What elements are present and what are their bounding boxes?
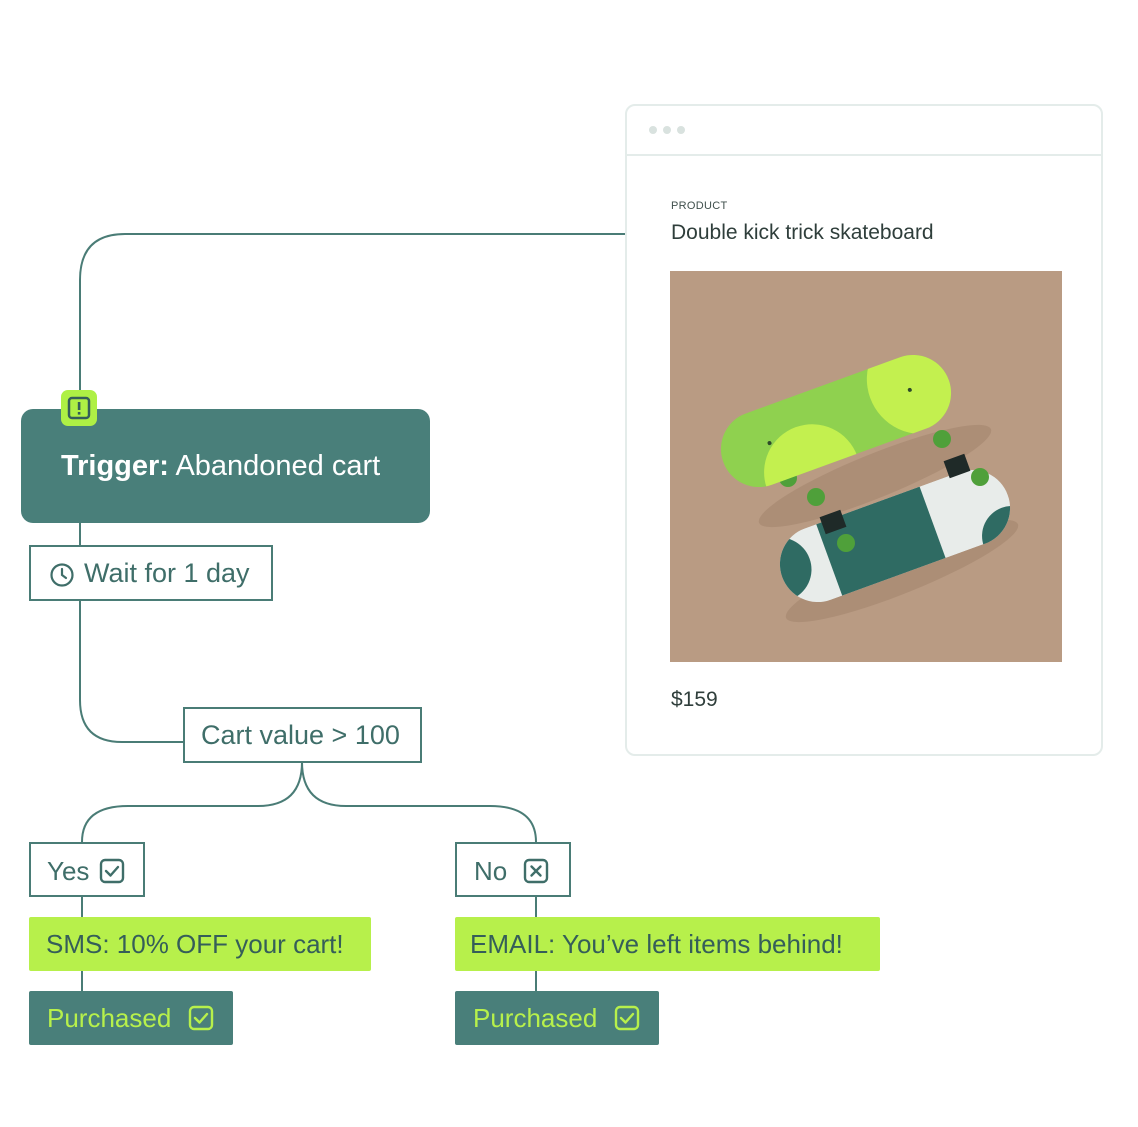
condition-node[interactable]: Cart value > 100 — [183, 707, 422, 763]
sms-action[interactable]: SMS: 10% OFF your cart! — [29, 917, 371, 971]
product-title: Double kick trick skateboard — [671, 221, 934, 244]
email-action-label: EMAIL: You’ve left items behind! — [470, 929, 843, 959]
yes-label: Yes — [47, 856, 90, 886]
browser-titlebar — [627, 106, 1101, 156]
checkbox-checked-icon — [99, 858, 125, 884]
no-label: No — [474, 856, 508, 886]
checkbox-checked-icon — [188, 1005, 214, 1031]
sms-action-label: SMS: 10% OFF your cart! — [46, 929, 344, 959]
product-card: PRODUCT Double kick trick skateboard — [625, 104, 1103, 756]
email-action[interactable]: EMAIL: You’ve left items behind! — [455, 917, 880, 971]
wait-node[interactable]: Wait for 1 day — [29, 545, 273, 601]
no-branch[interactable]: No — [455, 842, 571, 897]
yes-branch[interactable]: Yes — [29, 842, 145, 897]
purchased-outcome-no[interactable]: Purchased — [455, 991, 659, 1045]
product-eyebrow: PRODUCT — [671, 200, 728, 212]
product-price: $159 — [671, 688, 718, 711]
wait-label: Wait for 1 day — [84, 558, 250, 588]
trigger-text: Trigger: Abandoned cart — [61, 450, 380, 483]
checkbox-x-icon — [523, 858, 549, 884]
purchased-outcome-yes[interactable]: Purchased — [29, 991, 233, 1045]
purchased-label: Purchased — [47, 1003, 172, 1033]
condition-label: Cart value > 100 — [201, 720, 400, 750]
window-dot-icon — [663, 126, 671, 134]
trigger-label: Trigger: — [61, 450, 169, 482]
alert-icon — [61, 390, 97, 426]
window-dot-icon — [649, 126, 657, 134]
checkbox-checked-icon — [614, 1005, 640, 1031]
clock-icon — [50, 563, 74, 587]
trigger-node[interactable]: Trigger: Abandoned cart — [21, 409, 430, 523]
trigger-value: Abandoned cart — [175, 450, 381, 482]
window-dot-icon — [677, 126, 685, 134]
purchased-label: Purchased — [473, 1003, 598, 1033]
skateboards-image — [670, 271, 1062, 662]
